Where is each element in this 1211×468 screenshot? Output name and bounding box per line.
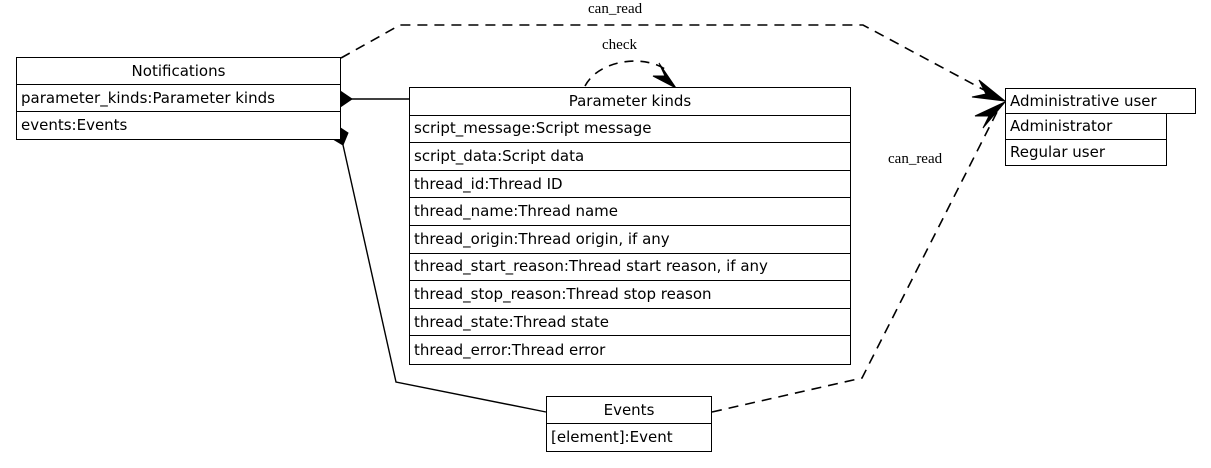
class-box-administrative-user[interactable]: Administrative user Administrator Regula… bbox=[1005, 88, 1196, 166]
class-attribute-row: Administrator bbox=[1005, 114, 1167, 140]
class-attribute-row: thread_stop_reason:Thread stop reason bbox=[410, 281, 850, 309]
class-box-notifications[interactable]: Notifications parameter_kinds:Parameter … bbox=[16, 57, 341, 140]
class-title-administrative-user: Administrative user bbox=[1005, 88, 1196, 114]
edge-events-can-read-admin-arrowhead bbox=[974, 101, 1006, 129]
class-attribute-row: events:Events bbox=[17, 112, 340, 139]
class-title-parameter-kinds: Parameter kinds bbox=[410, 88, 850, 116]
edge-label-can-read-right: can_read bbox=[888, 151, 943, 167]
class-attribute-row: thread_state:Thread state bbox=[410, 308, 850, 337]
class-box-parameter-kinds[interactable]: Parameter kinds script_message:Script me… bbox=[409, 87, 851, 365]
edge-label-can-read-top: can_read bbox=[588, 1, 643, 17]
class-attribute-row: script_data:Script data bbox=[410, 143, 850, 171]
class-attribute-row: thread_id:Thread ID bbox=[410, 170, 850, 199]
class-title-notifications: Notifications bbox=[17, 58, 340, 85]
class-attribute-row: thread_error:Thread error bbox=[410, 336, 850, 364]
class-box-events[interactable]: Events [element]:Event bbox=[546, 396, 712, 452]
class-attribute-row: parameter_kinds:Parameter kinds bbox=[17, 85, 340, 112]
class-title-events: Events bbox=[547, 397, 711, 424]
edge-parameter-kinds-check-arrowhead bbox=[652, 62, 677, 89]
class-attribute-row: script_message:Script message bbox=[410, 115, 850, 144]
class-attribute-row: thread_name:Thread name bbox=[410, 198, 850, 226]
class-attribute-row: Regular user bbox=[1005, 140, 1167, 166]
class-attribute-row: thread_start_reason:Thread start reason,… bbox=[410, 253, 850, 282]
class-attribute-row: [element]:Event bbox=[547, 424, 711, 451]
edge-notifications-can-read-admin-arrowhead bbox=[971, 79, 1007, 102]
edge-label-check: check bbox=[602, 37, 637, 53]
edge-parameter-kinds-check-line bbox=[584, 60, 670, 87]
class-attribute-row: thread_origin:Thread origin, if any bbox=[410, 225, 850, 254]
